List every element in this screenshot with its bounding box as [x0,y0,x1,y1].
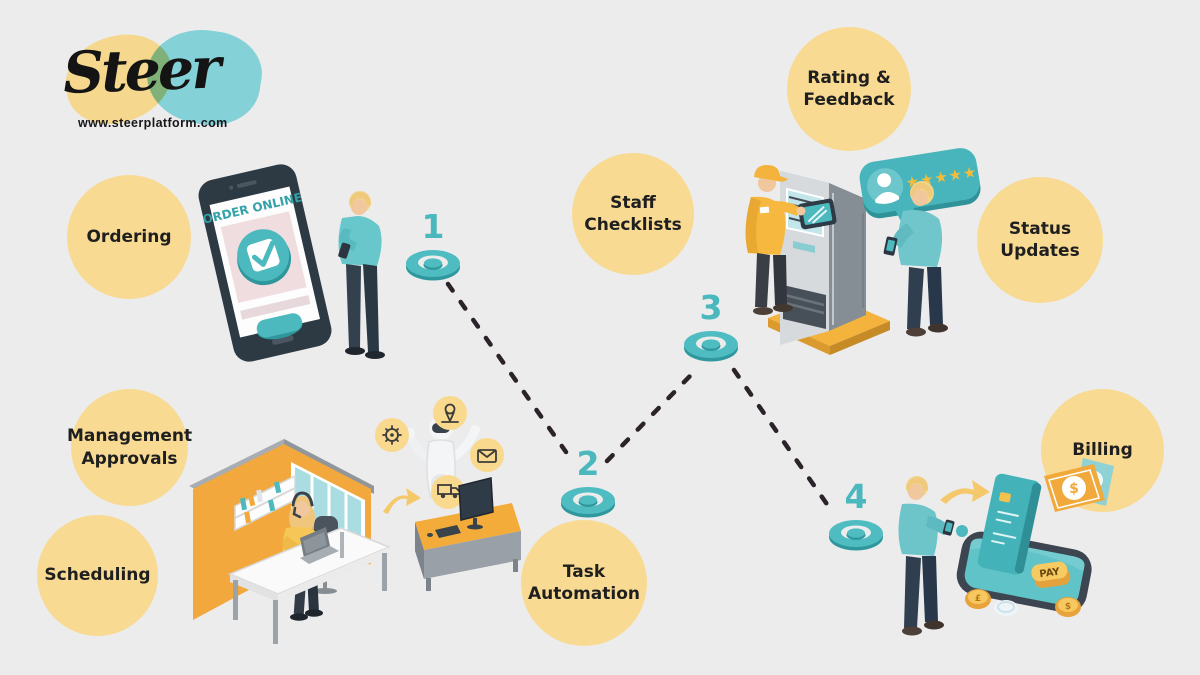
teal-coin [956,525,968,537]
feature-label-rating-feedback: Rating & Feedback [803,67,895,110]
brand-logo: Steer www.steerplatform.com [55,21,285,134]
keyboard [435,525,461,538]
waypoint-ring-icon [684,331,738,362]
mouse [427,533,433,537]
feature-label-billing: Billing [1072,440,1133,461]
waypoint-4: 4 [821,480,891,559]
laptop [300,527,339,564]
feature-bubble-scheduling: Scheduling [37,515,158,636]
order-online-smartphone: ORDER ONLINE [198,164,332,362]
connector-3-4 [731,367,834,513]
feature-bubble-management-approvals: Management Approvals [67,389,192,506]
feature-label-scheduling: Scheduling [44,565,151,586]
billing-payment-illustration: PAY £ $ £ $ [898,458,1114,636]
kiosk-feedback-illustration: ★★★★★ [745,148,981,355]
payer-phone [942,519,955,536]
office-automation-illustration [189,396,521,644]
handoff-arrow-icon [383,488,421,514]
pay-button: PAY [1031,561,1071,588]
waypoint-3-number: 3 [699,288,723,327]
customer-feedback-person [883,181,948,337]
waypoint-ring-icon [561,487,615,518]
customer-ordering-person [338,191,385,359]
staff-worker-person [745,165,806,315]
waypoint-2: 2 [553,447,623,526]
card-chip [999,492,1011,503]
location-pin-icon [433,396,467,430]
feature-bubble-staff-checklists: Staff Checklists [572,153,694,275]
gear-icon [375,418,409,452]
kiosk-machine [768,171,890,355]
waypoint-1: 1 [398,210,468,289]
waypoint-ring-icon [829,520,883,551]
reception-desk [228,527,391,644]
waypoint-3: 3 [676,291,746,370]
feature-bubble-rating-feedback: Rating & Feedback [787,27,911,151]
feature-label-task-automation: Task Automation [528,561,640,604]
headset-icon [291,491,314,507]
feature-label-staff-checklists: Staff Checklists [584,192,682,235]
feature-bubble-status-updates: Status Updates [977,177,1103,303]
customer-phone [883,236,898,256]
money-bills: £ $ [1044,458,1114,512]
feature-label-management-approvals: Management Approvals [66,426,193,469]
credit-card [977,473,1042,575]
payment-arrow-icon [940,480,990,504]
dollar-symbol: $ [1069,481,1079,497]
waypoint-4-number: 4 [844,477,868,516]
mail-icon [470,438,504,472]
worker-cap [754,165,788,182]
coin-dollar-symbol: $ [1065,602,1071,612]
feature-label-ordering: Ordering [86,226,172,247]
checkmark-icon [251,240,276,267]
staff-checklist-tablet [797,198,837,230]
feature-bubble-task-automation: Task Automation [521,520,647,646]
brand-name: Steer [61,34,220,107]
robot-desk [415,477,521,591]
rating-speech-bubble: ★★★★★ [859,148,981,234]
waypoint-2-number: 2 [576,444,600,483]
coin-pound-symbol: £ [975,594,981,604]
pay-button-label: PAY [1039,566,1062,580]
delivery-truck-icon [431,475,465,509]
feature-bubble-ordering: Ordering [67,175,191,299]
brand-website: www.steerplatform.com [78,116,228,130]
waypoint-ring-icon [406,250,460,281]
coins: £ $ [965,589,1081,617]
feature-label-status-updates: Status Updates [1000,218,1080,261]
paying-customer-person [898,476,968,636]
monitor [427,477,494,538]
waypoint-1-number: 1 [421,207,445,246]
ordering-illustration: ORDER ONLINE [198,164,385,362]
